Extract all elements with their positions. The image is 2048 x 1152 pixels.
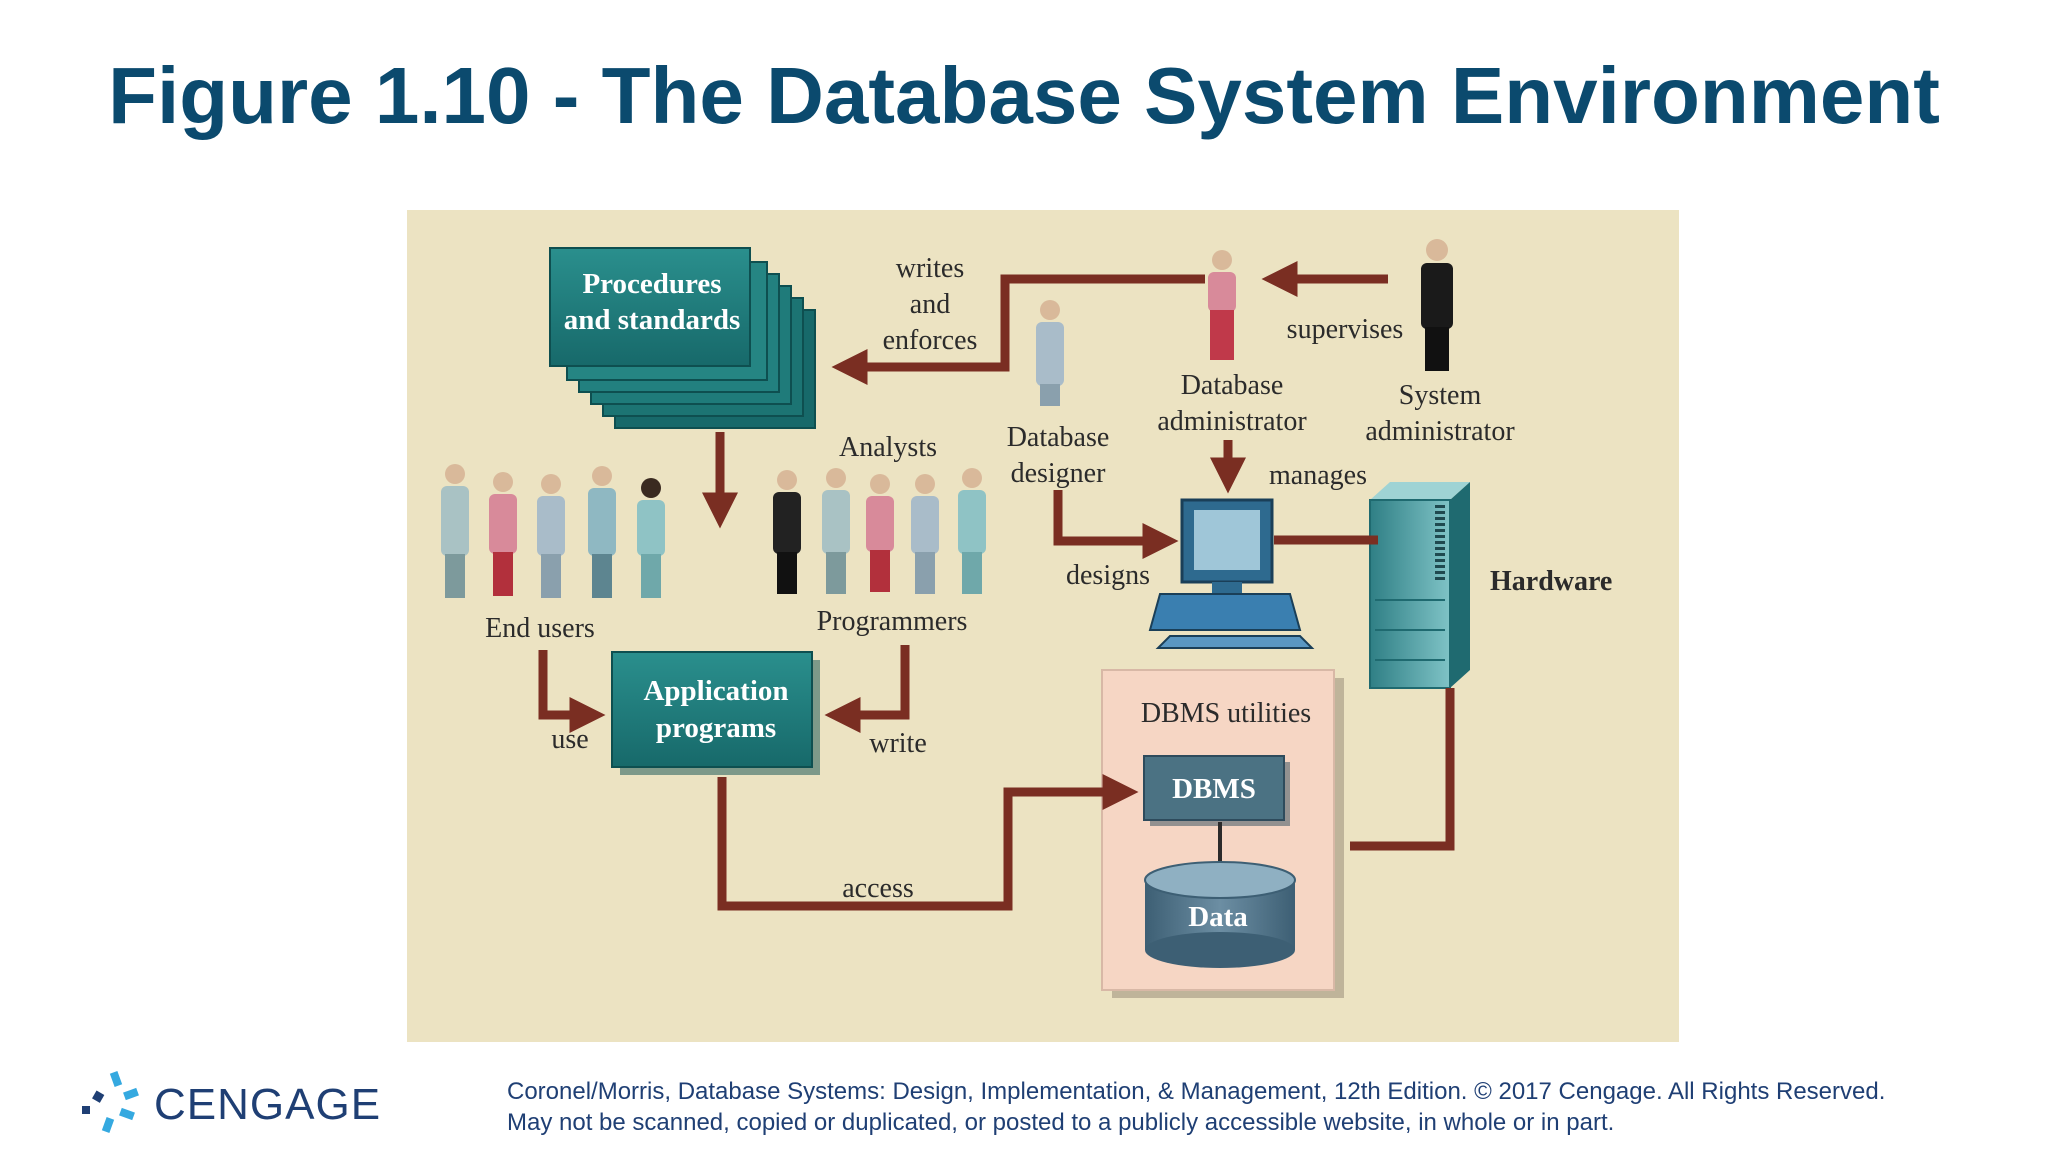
copyright-footer: Coronel/Morris, Database Systems: Design… [507, 1076, 2027, 1138]
data-label: Data [1188, 901, 1248, 933]
hardware-dbms-link [1350, 688, 1455, 851]
analysts-label: Analysts [839, 432, 937, 463]
application-label-2: programs [656, 712, 776, 744]
procedures-label-1: Procedures [582, 268, 721, 300]
footer-line-2: May not be scanned, copied or duplicated… [507, 1109, 1615, 1136]
database-designer-label-2: designer [1011, 458, 1107, 489]
database-administrator-label-1: Database [1181, 370, 1284, 401]
designs-arrow [1053, 490, 1179, 559]
cengage-logo-text: CENGAGE [154, 1080, 382, 1129]
database-designer-figure [1036, 300, 1064, 406]
data-cylinder [1144, 861, 1296, 968]
page-title: Figure 1.10 - The Database System Enviro… [108, 51, 1940, 140]
write-label: write [869, 728, 927, 759]
application-label-1: Application [643, 675, 788, 707]
computer-icon [1148, 498, 1315, 649]
manages-label: manages [1269, 460, 1367, 491]
database-administrator-figure [1208, 250, 1236, 360]
system-administrator-figure [1421, 239, 1453, 371]
database-administrator-label-2: administrator [1157, 406, 1307, 437]
programmers-figures [773, 468, 986, 594]
end-users-figures [441, 464, 665, 598]
cengage-logo-icon [82, 1071, 139, 1133]
writes-enforces-arrow [831, 274, 1205, 385]
system-administrator-label-2: administrator [1365, 416, 1515, 447]
procedures-box: Procedures and standards [549, 247, 816, 429]
footer-line-1: Coronel/Morris, Database Systems: Design… [507, 1078, 1886, 1105]
procedures-label-2: and standards [564, 304, 741, 336]
dbms-utilities-panel: DBMS utilities DBMS Data [1101, 669, 1344, 998]
use-label: use [551, 724, 588, 755]
use-arrow [538, 650, 606, 733]
write-arrow [824, 645, 910, 733]
dbms-label: DBMS [1172, 773, 1256, 805]
end-users-label: End users [485, 613, 595, 644]
designs-label: designs [1066, 560, 1150, 591]
cengage-logo: CENGAGE [80, 1070, 380, 1140]
dbms-utilities-label: DBMS utilities [1141, 698, 1311, 729]
writes-label: writes [896, 253, 964, 284]
enforces-label: enforces [883, 325, 978, 356]
programmers-label: Programmers [817, 606, 968, 637]
database-designer-label-1: Database [1007, 422, 1110, 453]
access-arrow [717, 774, 1139, 911]
access-label: access [842, 873, 914, 904]
system-administrator-label-1: System [1399, 380, 1482, 411]
dbms-box [1143, 755, 1285, 821]
application-programs-box: Application programs [611, 651, 820, 775]
and-label: and [910, 289, 950, 320]
hardware-tower [1369, 482, 1470, 689]
hardware-label: Hardware [1490, 566, 1612, 597]
supervises-label: supervises [1287, 314, 1404, 345]
